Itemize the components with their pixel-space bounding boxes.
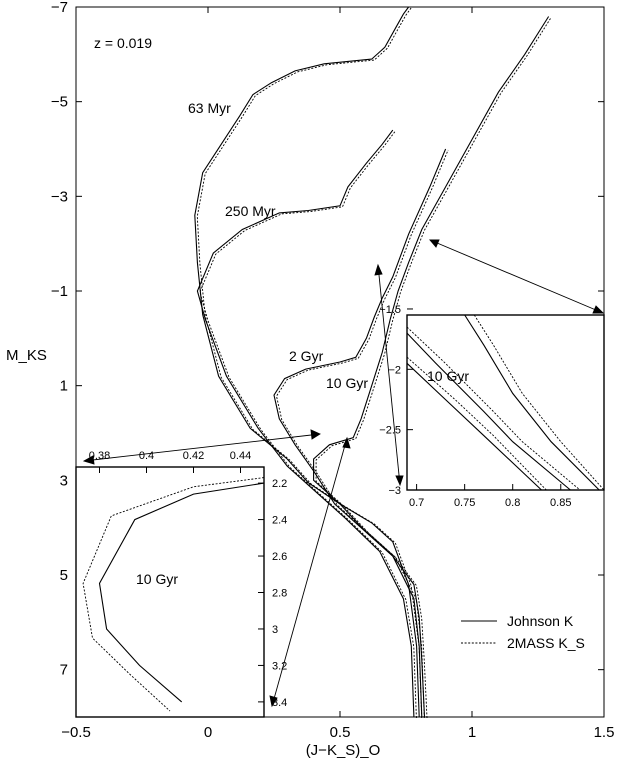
main-ytick-label: −5: [51, 94, 68, 111]
inset-right-xtick-label: 0.8: [505, 497, 520, 509]
inset-left-curve-0: [98, 482, 265, 703]
label-250-myr: 250 Myr: [225, 203, 276, 219]
inset-left-ytick-label: 2.2: [272, 478, 287, 490]
main-ytick-label: −1: [51, 283, 68, 300]
inset-right-xtick-label: 0.85: [550, 497, 571, 509]
inset-right-ytick-label: −1.5: [379, 304, 401, 316]
main-xtick-label: 1.5: [594, 724, 615, 741]
main-ytick-label: 1: [60, 378, 68, 395]
isochrone-johnson-3: [313, 16, 550, 718]
inset-left-xtick-label: 0.38: [89, 450, 110, 462]
label-2-gyr: 2 Gyr: [289, 348, 324, 364]
legend-label-2mass-ks: 2MASS K_S: [507, 635, 585, 651]
inset-right-background: [407, 315, 604, 490]
main-curves: [194, 6, 552, 719]
inset-right-ytick-label: −2: [388, 364, 401, 376]
inset-right-curve-0: [406, 362, 542, 491]
isochrone-johnson-0: [194, 6, 420, 718]
label-10-gyr: 10 Gyr: [326, 375, 368, 391]
isochrone-johnson-1: [196, 129, 415, 718]
metallicity-label: z = 0.019: [94, 35, 152, 51]
legend-label-johnson-k: Johnson K: [507, 613, 574, 629]
inset-left-curves: [82, 477, 265, 712]
inset-right-curve-1: [406, 332, 571, 491]
inset-left-ytick-label: 2.8: [272, 588, 287, 600]
inset-right-tick-labels: 0.7 0.75 0.8 0.85 −3 −2.5 −2 −1.5: [379, 304, 571, 509]
y-axis-label: M_KS: [6, 347, 47, 364]
inset-left-ticks: [99, 467, 264, 703]
inset-right-curve-3: [406, 356, 547, 491]
inset-left-ytick-label: 2.4: [272, 515, 287, 527]
main-xtick-label: 0.5: [330, 724, 351, 741]
main-ytick-label: −3: [51, 188, 68, 205]
main-xtick-label: 0: [204, 724, 212, 741]
isochrone-2mass-0: [196, 7, 423, 719]
inset-left-ytick-label: 3.4: [272, 697, 287, 709]
inset-right-xtick-label: 0.75: [454, 497, 475, 509]
inset-right-ytick-label: −3: [388, 485, 401, 497]
legend: Johnson K 2MASS K_S: [461, 613, 585, 651]
label-63-myr: 63 Myr: [188, 100, 231, 116]
zoom-arrows: [82, 239, 605, 708]
inset-right-frame: [406, 314, 605, 491]
isochrone-2mass-2: [276, 149, 449, 719]
main-ytick-label: −7: [51, 0, 68, 16]
inset-left-xtick-label: 0.4: [139, 450, 154, 462]
main-ytick-label: 3: [60, 472, 68, 489]
main-ytick-label: 5: [60, 567, 68, 584]
inset-left-curve-1: [82, 477, 265, 712]
main-ytick-label: 7: [60, 662, 68, 679]
inset-right-ticks: [407, 308, 562, 491]
main-xtick-label: 1: [468, 724, 476, 741]
inset-right-xtick-label: 0.7: [409, 497, 424, 509]
inset-right-curves: [406, 314, 605, 491]
inset-left-age-label: 10 Gyr: [136, 571, 178, 587]
inset-right-ytick-label: −2.5: [379, 425, 401, 437]
inset-right-curve-4: [406, 326, 581, 491]
main-xtick-label: −0.5: [61, 724, 91, 741]
isochrone-2mass-3: [315, 17, 552, 719]
inset-right-age-label: 10 Gyr: [427, 368, 469, 384]
inset-left-xtick-label: 0.42: [183, 450, 204, 462]
inset-left-ytick-label: 2.6: [272, 551, 287, 563]
x-axis-label: (J−K_S)_O: [306, 742, 381, 759]
inset-left-background: [76, 467, 264, 717]
inset-left-ytick-label: 3.2: [272, 660, 287, 672]
inset-left-xtick-label: 0.44: [230, 450, 251, 462]
inset-right-curve-2: [464, 314, 600, 491]
main-tick-labels: −0.5 0 0.5 1 1.5 −7 −5 −3 −1 1 3 5 7: [51, 0, 615, 741]
inset-right-curve-5: [473, 314, 605, 491]
inset-left-ytick-label: 3: [272, 624, 278, 636]
inset-left-tick-labels: 0.38 0.4 0.42 0.44 2.2 2.4 2.6 2.8 3 3.2 3.4: [89, 450, 288, 709]
